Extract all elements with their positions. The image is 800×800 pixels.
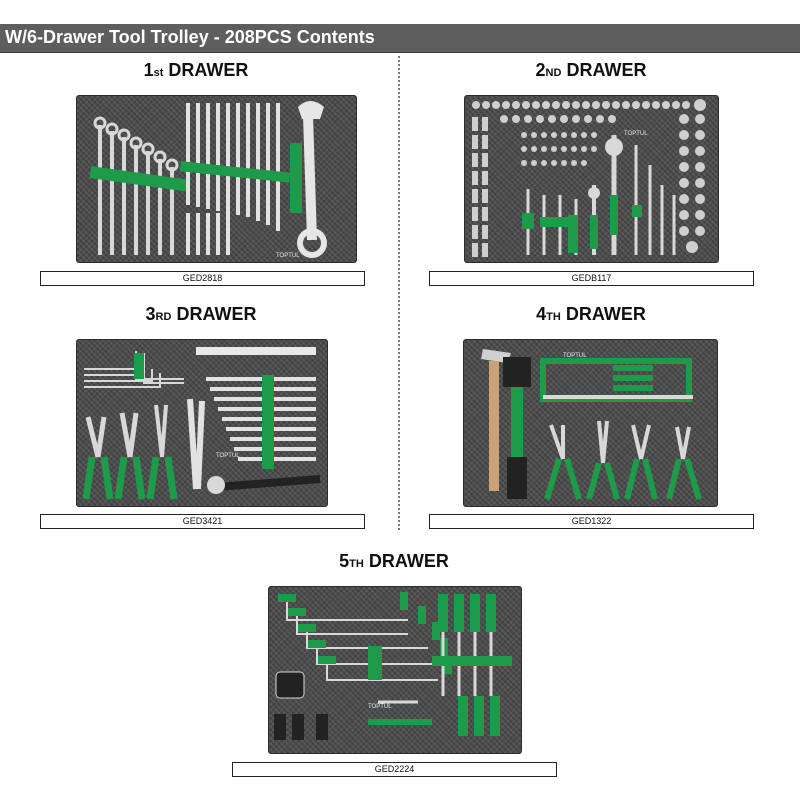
drawer-1-tray-image: TOPTUL [76,95,357,263]
drawer-5-title: 5TH DRAWER [339,551,449,571]
drawer-3-title: 3RD DRAWER [145,304,257,324]
drawer-5-tray-image: TOPTUL [268,586,522,754]
drawer-3-tray-image: TOPTUL [76,339,328,507]
drawer-3-code: GED3421 [40,514,365,529]
drawer-2-code: GEDB117 [429,271,754,286]
drawer-2-brand: TOPTUL [624,131,648,137]
drawer-2-title: 2ND DRAWER [535,60,647,80]
page-title: W/6-Drawer Tool Trolley - 208PCS Content… [5,27,375,47]
drawer-1-brand: TOPTUL [276,253,300,259]
drawer-1-code: GED2818 [40,271,365,286]
drawer-5-brand: TOPTUL [368,704,392,710]
drawer-4-tray-image: TOPTUL [463,339,718,507]
drawer-4-code: GED1322 [429,514,754,529]
drawer-3-brand: TOPTUL [216,453,240,459]
title-banner: W/6-Drawer Tool Trolley - 208PCS Content… [0,24,800,53]
drawer-5-code: GED2224 [232,762,557,777]
drawer-1-title: 1st DRAWER [143,60,249,80]
drawer-2-tray-image: TOPTUL [464,95,719,263]
column-divider [398,56,400,530]
drawer-4-brand: TOPTUL [563,353,587,359]
drawer-4-title: 4TH DRAWER [536,304,646,324]
